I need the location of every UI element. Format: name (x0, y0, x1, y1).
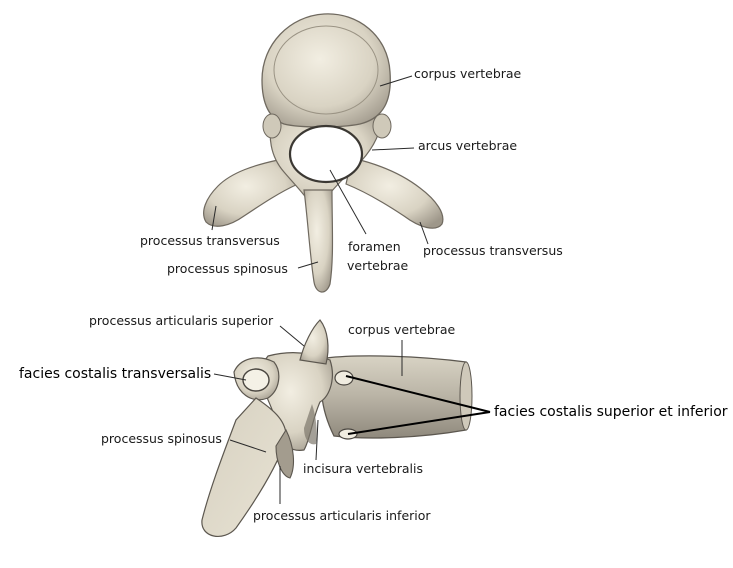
label-corpus-vertebrae-top: corpus vertebrae (414, 66, 522, 81)
label-processus-spinosus-side: processus spinosus (101, 431, 222, 446)
facies-leader-lines (345, 375, 491, 435)
label-processus-transversus-left: processus transversus (140, 233, 280, 248)
vertebra-lateral-view (201, 319, 473, 537)
label-processus-spinosus-top: processus spinosus (167, 261, 288, 276)
spinous-process-top (303, 189, 334, 293)
label-corpus-vertebrae-side: corpus vertebrae (348, 322, 456, 337)
label-facies-costalis-transversalis: facies costalis transversalis (19, 366, 212, 382)
superior-articular-process (299, 319, 329, 365)
label-incisura-vertebralis: incisura vertebralis (303, 461, 423, 476)
vertebral-body-top (261, 13, 391, 128)
vertebral-foramen (288, 124, 364, 184)
label-arcus-vertebrae: arcus vertebrae (418, 138, 518, 153)
label-processus-articularis-inferior: processus articularis inferior (253, 508, 431, 523)
label-processus-transversus-right: processus transversus (423, 243, 563, 258)
label-processus-articularis-superior: processus articularis superior (89, 313, 274, 328)
leader-lines (211, 75, 429, 504)
right-transverse-process (345, 157, 444, 229)
left-transverse-process (203, 159, 299, 227)
label-foramen: foramen (348, 239, 401, 254)
label-facies-costalis-superior-et-inferior: facies costalis superior et inferior (494, 404, 728, 420)
label-vertebrae: vertebrae (347, 258, 409, 273)
vertebra-superior-view (203, 13, 444, 293)
